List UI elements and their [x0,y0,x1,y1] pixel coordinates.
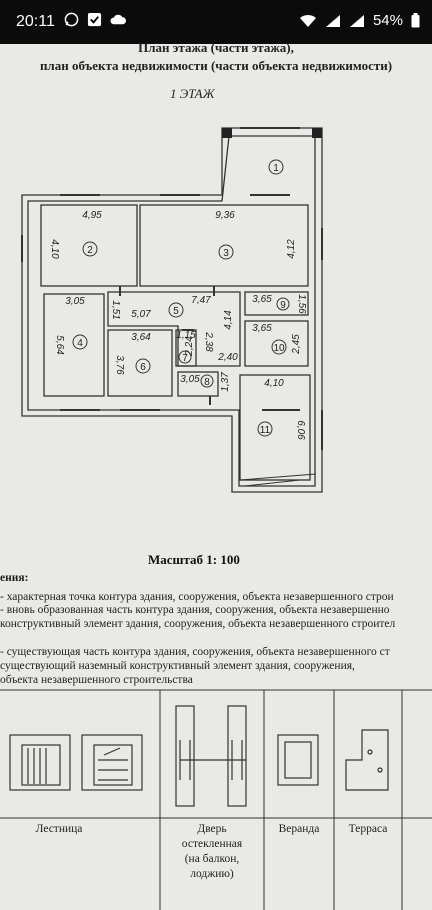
dim-room8-depth: 1,37 [220,372,231,392]
caption-door-2: остекленная [181,838,243,850]
room-3-outline [139,204,309,287]
room-10-marker [271,339,287,355]
dim-room4-depth: 5,64 [54,335,65,355]
dim-room6-depth: 3,76 [114,355,125,375]
room-9-outline [244,291,309,316]
legend-line-5: существующий наземный конструктивный эле… [0,660,355,672]
caption-door-4: лоджию) [190,868,234,880]
caption-veranda: Веранда [278,823,320,835]
cloud-icon [110,14,127,25]
room-4-outline [43,293,105,397]
room-6-outline [107,329,173,397]
legend-line-6: объекта незавершенного строительства [0,674,193,686]
room-5-number: 5 [173,306,179,317]
room-3-number: 3 [223,248,229,259]
room-8-number: 8 [204,377,210,388]
dim-room11-depth: 6,06 [295,420,306,440]
dim-room5-depth: 4,14 [223,310,234,330]
caption-door-3: (на балкон, [184,853,240,865]
legend-line-3: конструктивный элемент здания, сооружени… [0,618,396,630]
dim-room6-width: 3,64 [131,332,151,343]
room-8-marker [200,374,214,388]
dim-room5-width: 5,07 [131,309,151,320]
room-11-outline [239,374,311,481]
floor-label: 1 ЭТАЖ [170,86,215,101]
room-markers [72,159,290,437]
dim-room3-width: 9,36 [215,210,235,221]
legend-title: ения: [0,572,29,584]
header-line-2: план объекта недвижимости (части объекта… [39,58,393,73]
room-1-number: 1 [273,163,279,174]
room-4-number: 4 [77,338,83,349]
dim-room2-width: 4,95 [82,210,102,221]
signal-icon [325,14,340,27]
whatsapp-icon [64,12,79,27]
notification-icons [64,12,127,27]
caption-stairs: Лестница [35,823,83,835]
dim-room10-width: 3,65 [252,323,272,334]
scale-label: Масштаб 1: 100 [148,552,240,567]
room-4-marker [72,334,88,350]
dim-room7-width: 1,15 [176,330,196,341]
room-10-number: 10 [273,343,285,354]
room-6-marker [135,358,151,374]
status-bar: 20:11 54% [0,0,432,44]
room-10-outline [244,320,309,367]
room-1-marker [268,159,284,175]
document-sheet [0,44,432,910]
room-7-number: 7 [182,353,188,364]
signal-icon-2 [349,14,364,27]
veranda-symbol [277,734,319,786]
room-11-marker [257,421,273,437]
outer-wall-inner [27,135,316,487]
check-icon [87,12,102,27]
door-symbol [175,705,247,807]
dim-room5-length: 7,47 [191,295,211,306]
room-9-marker [276,297,290,311]
status-right: 54% [299,12,420,29]
dim-room2-depth: 4,10 [49,239,60,259]
dim-room9-depth: 1,56 [296,294,307,314]
wifi-icon [299,14,316,27]
stairs-symbol [9,734,143,791]
legend-line-2: - вновь образованная часть контура здани… [0,604,390,616]
dim-room10-depth: 2,45 [291,334,302,355]
dim-corridor-width: 1,51 [110,300,121,319]
caption-door-1: Дверь [197,823,227,835]
dim-hall-width: 2,40 [217,352,238,363]
battery-icon [411,13,420,28]
dim-room7-depth: 2,24 [184,336,195,357]
room-8-outline [177,371,219,397]
legend-line-4: - существующая часть контура здания, соо… [0,646,390,658]
status-time: 20:11 [16,13,55,30]
dim-room8-width: 3,05 [180,374,200,385]
dim-room3-depth: 4,12 [286,239,297,259]
room-11-number: 11 [260,425,271,436]
dim-room9-width: 3,65 [252,294,272,305]
room-5-marker [168,302,184,318]
room-2-number: 2 [87,245,93,256]
room-7-marker [178,350,192,364]
room-9-number: 9 [280,300,286,311]
dim-room4-width: 3,05 [65,296,85,307]
dim-room11-width: 4,10 [264,378,284,389]
caption-terrace: Терраса [348,823,388,835]
room-2-marker [82,241,98,257]
battery-percent: 54% [372,12,403,29]
room-2-outline [40,204,138,287]
room-3-marker [218,244,234,260]
terrace-symbol [345,729,389,791]
room-6-number: 6 [140,362,146,373]
legend-line-1: - характерная точка контура здания, соор… [0,591,394,603]
header-line-1: План этажа (части этажа), [138,40,294,55]
dim-hall-depth: 2,38 [203,331,214,352]
